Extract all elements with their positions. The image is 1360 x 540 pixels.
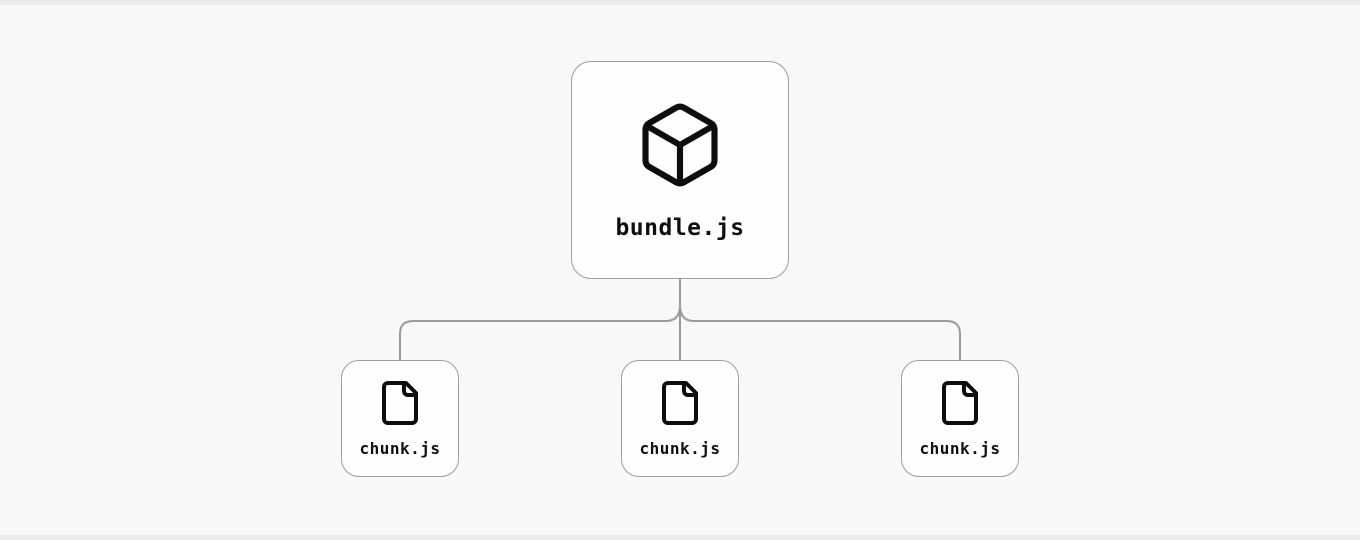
box-icon [642, 103, 718, 187]
node-chunk-1: chunk.js [341, 360, 459, 477]
node-chunk-2: chunk.js [621, 360, 739, 477]
node-chunk-label: chunk.js [639, 439, 721, 458]
connector-root-to-chunk-3 [679, 304, 961, 363]
node-bundle-label: bundle.js [615, 215, 745, 241]
node-bundle: bundle.js [571, 61, 789, 279]
connector-lines [399, 277, 961, 363]
connector-root-to-chunk-1 [399, 304, 681, 363]
frame-strip-bottom [0, 535, 1360, 540]
bundler-diagram: bundle.js chunk.js chunk.js chunk.js [0, 5, 1360, 535]
node-chunk-label: chunk.js [919, 439, 1001, 458]
node-chunk-3: chunk.js [901, 360, 1019, 477]
file-icon [942, 381, 978, 425]
frame-strip-top [0, 0, 1360, 5]
file-icon [662, 381, 698, 425]
file-icon [382, 381, 418, 425]
node-chunk-label: chunk.js [359, 439, 441, 458]
